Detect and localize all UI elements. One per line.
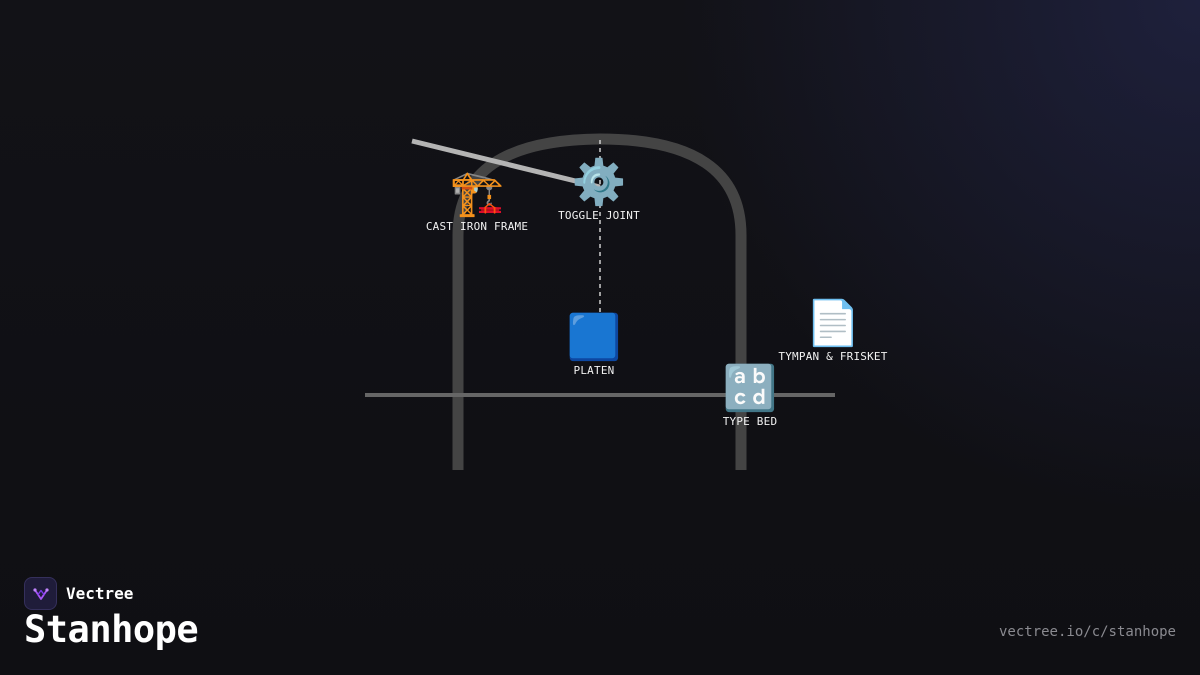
gear-icon: ⚙️ <box>571 157 627 208</box>
part-cast-iron-frame: 🏗️ CAST IRON FRAME <box>425 168 529 234</box>
abcd-icon: 🔡 <box>722 363 778 414</box>
part-label: CAST IRON FRAME <box>425 220 529 233</box>
frame-arch <box>452 133 747 470</box>
part-label: TYMPAN & FRISKET <box>778 350 888 363</box>
brand: Vectree <box>24 577 133 610</box>
vectree-logo-icon <box>24 577 57 610</box>
part-tympan-frisket: 📄 TYMPAN & FRISKET <box>778 298 888 364</box>
part-label: TOGGLE JOINT <box>558 209 640 222</box>
page-icon: 📄 <box>805 298 861 349</box>
lever-handle <box>411 138 601 190</box>
part-label: TYPE BED <box>722 415 778 428</box>
part-label: PLATEN <box>573 364 615 377</box>
part-platen: 🟦 PLATEN <box>566 312 622 378</box>
part-type-bed: 🔡 TYPE BED <box>722 363 778 429</box>
blue-square-icon: 🟦 <box>566 312 622 363</box>
part-toggle-joint: ⚙️ TOGGLE JOINT <box>558 157 640 223</box>
construction-crane-icon: 🏗️ <box>449 168 505 219</box>
source-url: vectree.io/c/stanhope <box>998 624 1176 640</box>
page-title: Stanhope <box>24 608 199 651</box>
brand-name: Vectree <box>66 584 134 603</box>
